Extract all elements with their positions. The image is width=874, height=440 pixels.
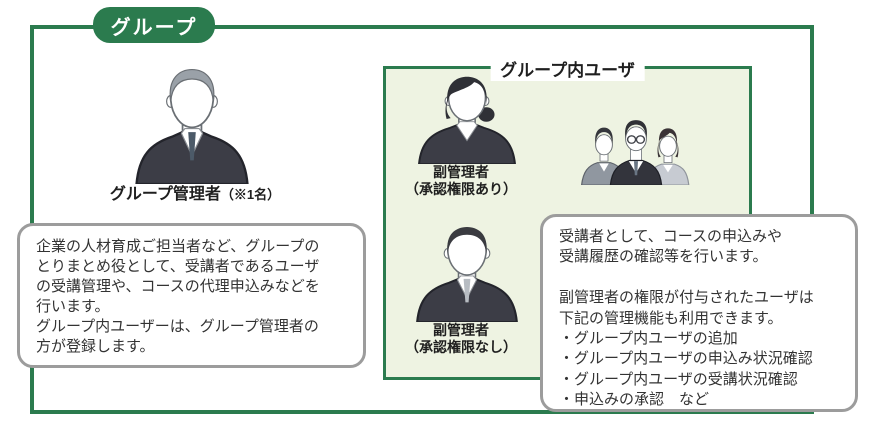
sub-admin-approver-person-icon: [416, 74, 518, 164]
group-members-icon: [572, 103, 700, 185]
group-admin-description-text: 企業の人材育成ご担当者など、グループの とりまとめ役として、受講者であるユーザ …: [36, 238, 320, 355]
sub-admin-person-icon: [414, 224, 520, 322]
group-admin-label: グループ管理者（※1名）: [55, 180, 335, 204]
group-admin-label-text: グループ管理者: [109, 186, 221, 203]
group-admin-description-bubble: 企業の人材育成ご担当者など、グループの とりまとめ役として、受講者であるユーザ …: [17, 223, 366, 368]
group-users-box-title: グループ内ユーザ: [490, 56, 645, 81]
group-admin-person-icon: [132, 66, 252, 184]
group-label-badge: グループ: [93, 7, 215, 43]
group-users-description-bubble: 受講者として、コースの申込みや 受講履歴の確認等を行います。 副管理者の権限が付…: [540, 214, 858, 412]
sub-admin-label: 副管理者 （承認権限なし）: [405, 322, 517, 355]
group-label-text: グループ: [110, 16, 198, 39]
sub-admin-approver-label: 副管理者 （承認権限あり）: [405, 164, 517, 197]
group-admin-count-note: （※1名）: [220, 187, 281, 202]
group-users-description-text: 受講者として、コースの申込みや 受講履歴の確認等を行います。 副管理者の権限が付…: [559, 228, 814, 409]
